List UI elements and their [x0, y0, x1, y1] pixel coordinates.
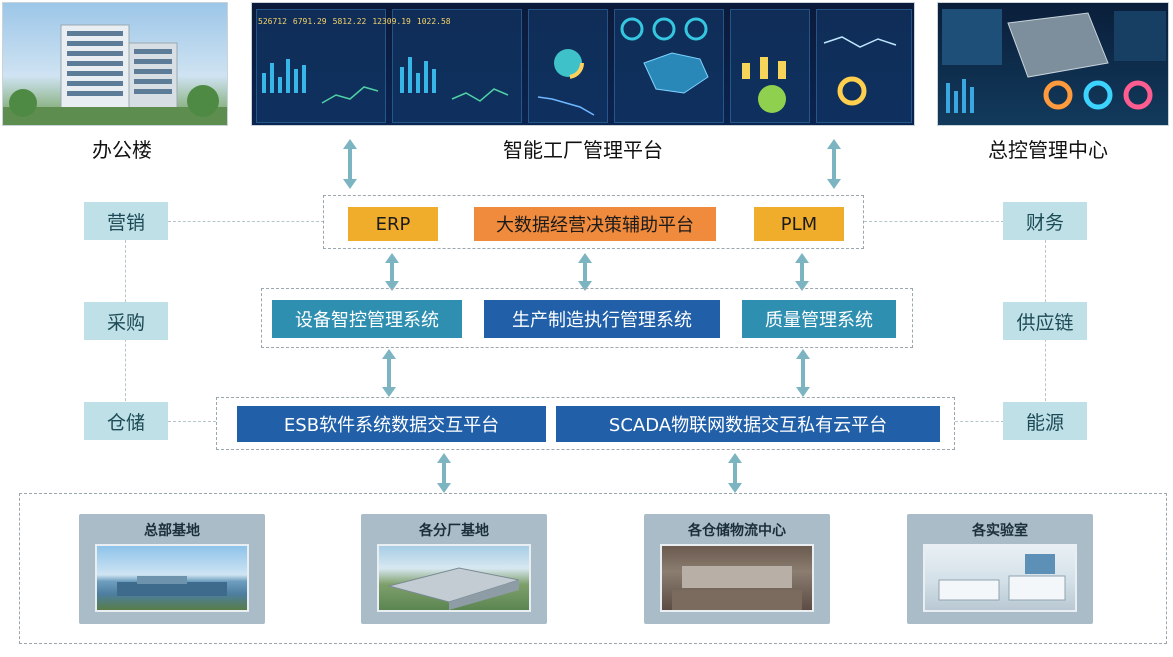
side-purchasing: 采购 [84, 302, 168, 340]
logistics-center-photo [660, 544, 814, 612]
arrow-office-platform [343, 139, 357, 189]
side-finance: 财务 [1003, 202, 1087, 240]
side-energy: 能源 [1003, 402, 1087, 440]
control-center-photo [937, 2, 1169, 126]
site-title: 各分厂基地 [419, 523, 489, 539]
arrow-equipment-esb [382, 349, 396, 397]
side-supply-chain: 供应链 [1003, 302, 1087, 340]
office-caption: 办公楼 [92, 138, 152, 162]
arrow-bigdata-mes [578, 253, 592, 291]
site-laboratories: 各实验室 [907, 514, 1093, 624]
dash-metric-1: 526712 [258, 17, 287, 26]
quality-management-system: 质量管理系统 [742, 300, 896, 338]
site-title: 各仓储物流中心 [688, 523, 786, 539]
control-center-illustration [942, 9, 1166, 113]
arrow-scada-sites [728, 453, 742, 493]
tier1-group [323, 195, 864, 249]
control-caption: 总控管理中心 [988, 138, 1108, 162]
smart-factory-dashboard: 526712 6791.29 5812.22 12309.19 1022.58 [251, 2, 915, 126]
bigdata-platform-box: 大数据经营决策辅助平台 [474, 207, 716, 241]
dashboard-graphics [262, 17, 897, 116]
side-marketing: 营销 [84, 202, 168, 240]
office-building-illustration [3, 24, 227, 125]
site-title: 总部基地 [144, 523, 200, 539]
erp-box: ERP [348, 207, 438, 241]
platform-caption: 智能工厂管理平台 [503, 138, 663, 162]
equipment-control-system: 设备智控管理系统 [272, 300, 462, 338]
arrow-plm-quality [795, 253, 809, 291]
arrow-esb-sites [437, 453, 451, 493]
arrow-erp-equipment [385, 253, 399, 291]
laboratory-photo [923, 544, 1077, 612]
tier2-group [261, 288, 913, 348]
side-storage: 仓储 [84, 402, 168, 440]
site-title: 各实验室 [972, 523, 1028, 539]
site-headquarters: 总部基地 [79, 514, 265, 624]
sites-group [19, 493, 1167, 644]
headquarters-photo [95, 544, 249, 612]
mes-system: 生产制造执行管理系统 [484, 300, 720, 338]
site-branch-factories: 各分厂基地 [361, 514, 547, 624]
arrow-control-platform [827, 139, 841, 189]
dash-metric-5: 1022.58 [416, 17, 451, 26]
site-logistics-centers: 各仓储物流中心 [644, 514, 830, 624]
esb-platform: ESB软件系统数据交互平台 [237, 406, 546, 442]
office-building-photo [2, 2, 228, 126]
tier3-group [216, 397, 955, 450]
dash-metric-3: 5812.22 [332, 17, 367, 26]
scada-platform: SCADA物联网数据交互私有云平台 [556, 406, 940, 442]
arrow-quality-scada [796, 349, 810, 397]
plm-box: PLM [754, 207, 844, 241]
dash-metric-4: 12309.19 [372, 17, 411, 26]
dash-metric-2: 6791.29 [292, 17, 327, 26]
branch-factory-photo [377, 544, 531, 612]
